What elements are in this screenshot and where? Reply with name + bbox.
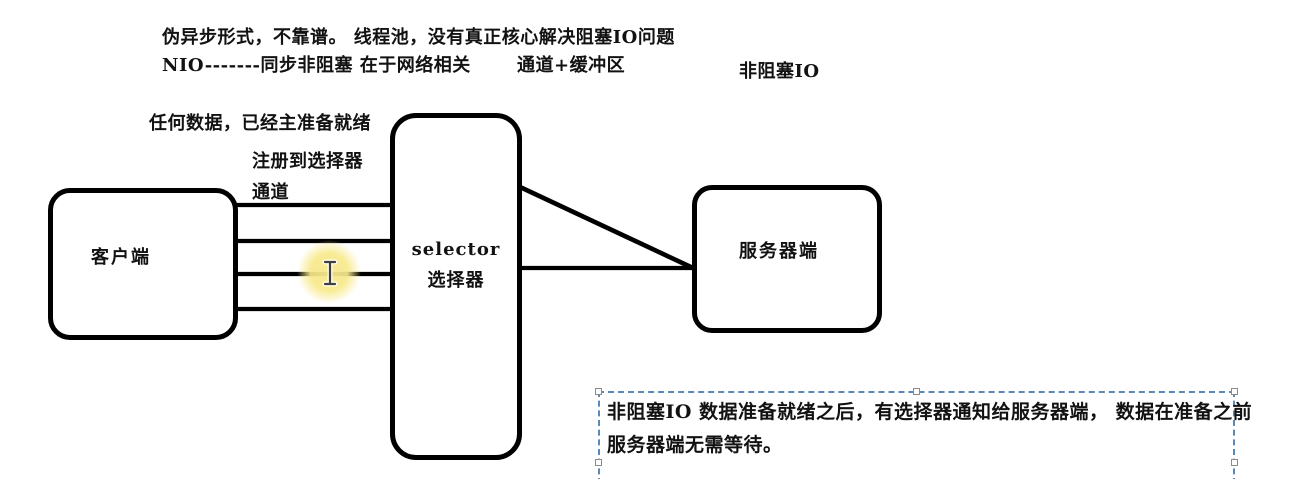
note-register-to-selector-text: 注册到选择器 [252,151,363,172]
note-channel-label-text: 通道 [252,182,289,203]
selector-label-zh: 选择器 [427,270,485,291]
note-channel-buffer-text: 通道+缓冲区 [517,55,626,76]
note-any-data-ready-text: 任何数据，已经主准备就绪 [149,113,371,134]
note-textbox-line-2: 服务器端无需等待。 [607,434,783,456]
note-nonblocking-io-text: 非阻塞IO [739,61,820,82]
note-textbox[interactable]: 非阻塞IO 数据准备就绪之后，有选择器通知给服务器端， 数据在准备之前 服务器端… [595,388,1253,479]
server-label: 服务器端 [739,241,819,262]
selection-handle-top-right[interactable] [1231,388,1238,395]
note-textbox-line-1: 非阻塞IO 数据准备就绪之后，有选择器通知给服务器端， 数据在准备之前 [607,401,1253,423]
selection-handle-top-left[interactable] [595,388,602,395]
selection-handle-middle-right[interactable] [1231,459,1238,466]
note-nio-sync-nonblocking-text: NIO-------同步非阻塞 在于网络相关 [162,55,471,76]
selection-handle-middle-left[interactable] [595,459,602,466]
selector-label-en: selector [411,239,501,260]
selector-node[interactable]: selector 选择器 [390,113,522,460]
client-label: 客户端 [91,247,151,268]
client-node[interactable]: 客户端 [48,188,238,340]
selector-to-server-diagonal-line [519,184,694,271]
selection-handle-top-center[interactable] [912,388,920,395]
server-node[interactable]: 服务器端 [692,185,882,333]
note-pseudo-async-text: 伪异步形式，不靠谱。 线程池，没有真正核心解决阻塞IO问题 [162,27,675,48]
text-cursor-icon [322,259,338,287]
